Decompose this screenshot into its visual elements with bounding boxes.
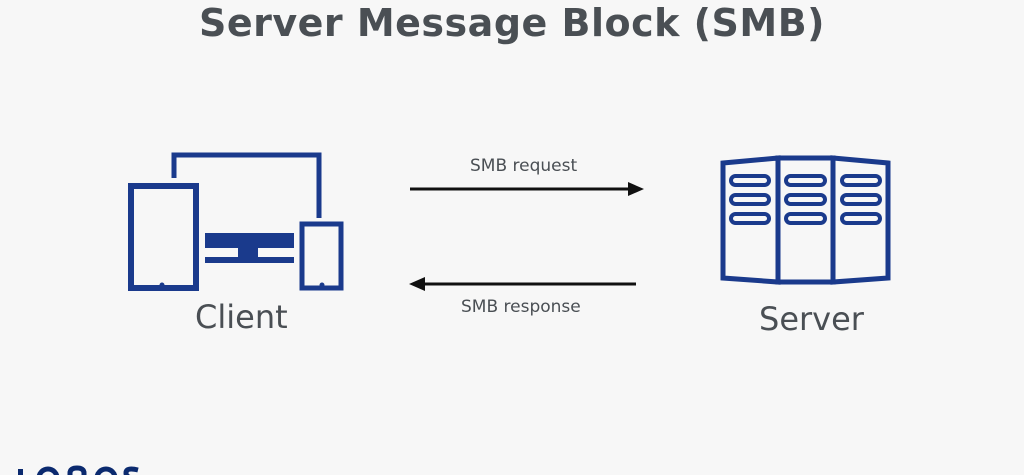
response-label: SMB response xyxy=(461,297,581,317)
diagram-title: Server Message Block (SMB) xyxy=(198,1,826,45)
arrow-right-icon xyxy=(410,182,644,196)
client-label: Client xyxy=(195,298,288,336)
server-rack-icon xyxy=(720,155,891,285)
devices-icon xyxy=(128,152,344,291)
request-label: SMB request xyxy=(470,156,578,176)
server-label: Server xyxy=(759,300,864,338)
arrow-left-icon xyxy=(409,277,636,291)
ionos-logo xyxy=(0,458,150,475)
